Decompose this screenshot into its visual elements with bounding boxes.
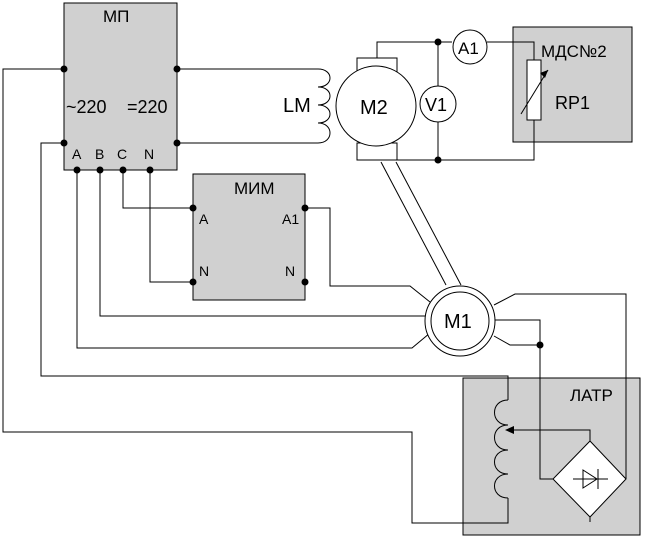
mp-terminal-a: A: [72, 146, 82, 162]
motor-m1: [424, 285, 496, 357]
mim-input-a: A: [199, 211, 209, 227]
mp-dc-label: =220: [127, 97, 168, 117]
voltmeter: [419, 85, 457, 123]
wires: [2, 41, 627, 524]
mim-input-n: N: [199, 263, 209, 279]
mp-terminal-c: C: [117, 146, 127, 162]
junction-dots: [60, 38, 544, 349]
latr-block: [462, 377, 641, 536]
latr-title: ЛАТР: [570, 386, 613, 405]
rheostat-label: RP1: [555, 93, 590, 113]
voltmeter-label: V1: [425, 95, 447, 115]
rheostat-rp1: [520, 59, 549, 121]
mim-output-a1: A1: [282, 211, 299, 227]
motor-m2: [335, 57, 417, 161]
mp-title: МП: [103, 7, 129, 26]
mim-title: МИМ: [234, 179, 275, 198]
mp-ac-label: ~220: [66, 97, 107, 117]
ammeter-label: A1: [458, 39, 479, 58]
motor-m2-label: M2: [360, 97, 388, 119]
motor-m1-label: M1: [444, 311, 472, 333]
shaft-m2-m1: [380, 161, 462, 286]
lm-winding: [317, 68, 331, 144]
mds-title: МДС№2: [541, 42, 607, 61]
field-winding-label: LM: [283, 95, 311, 117]
latr-winding: [494, 399, 509, 499]
mp-block: [63, 2, 178, 171]
mim-block: [192, 173, 306, 301]
rectifier-bridge: [552, 440, 627, 518]
mp-terminal-b: B: [95, 146, 104, 162]
ammeter: [452, 29, 488, 65]
mp-terminal-n: N: [144, 146, 154, 162]
mim-output-n: N: [285, 263, 295, 279]
latr-wiper-arrow: [505, 426, 520, 434]
